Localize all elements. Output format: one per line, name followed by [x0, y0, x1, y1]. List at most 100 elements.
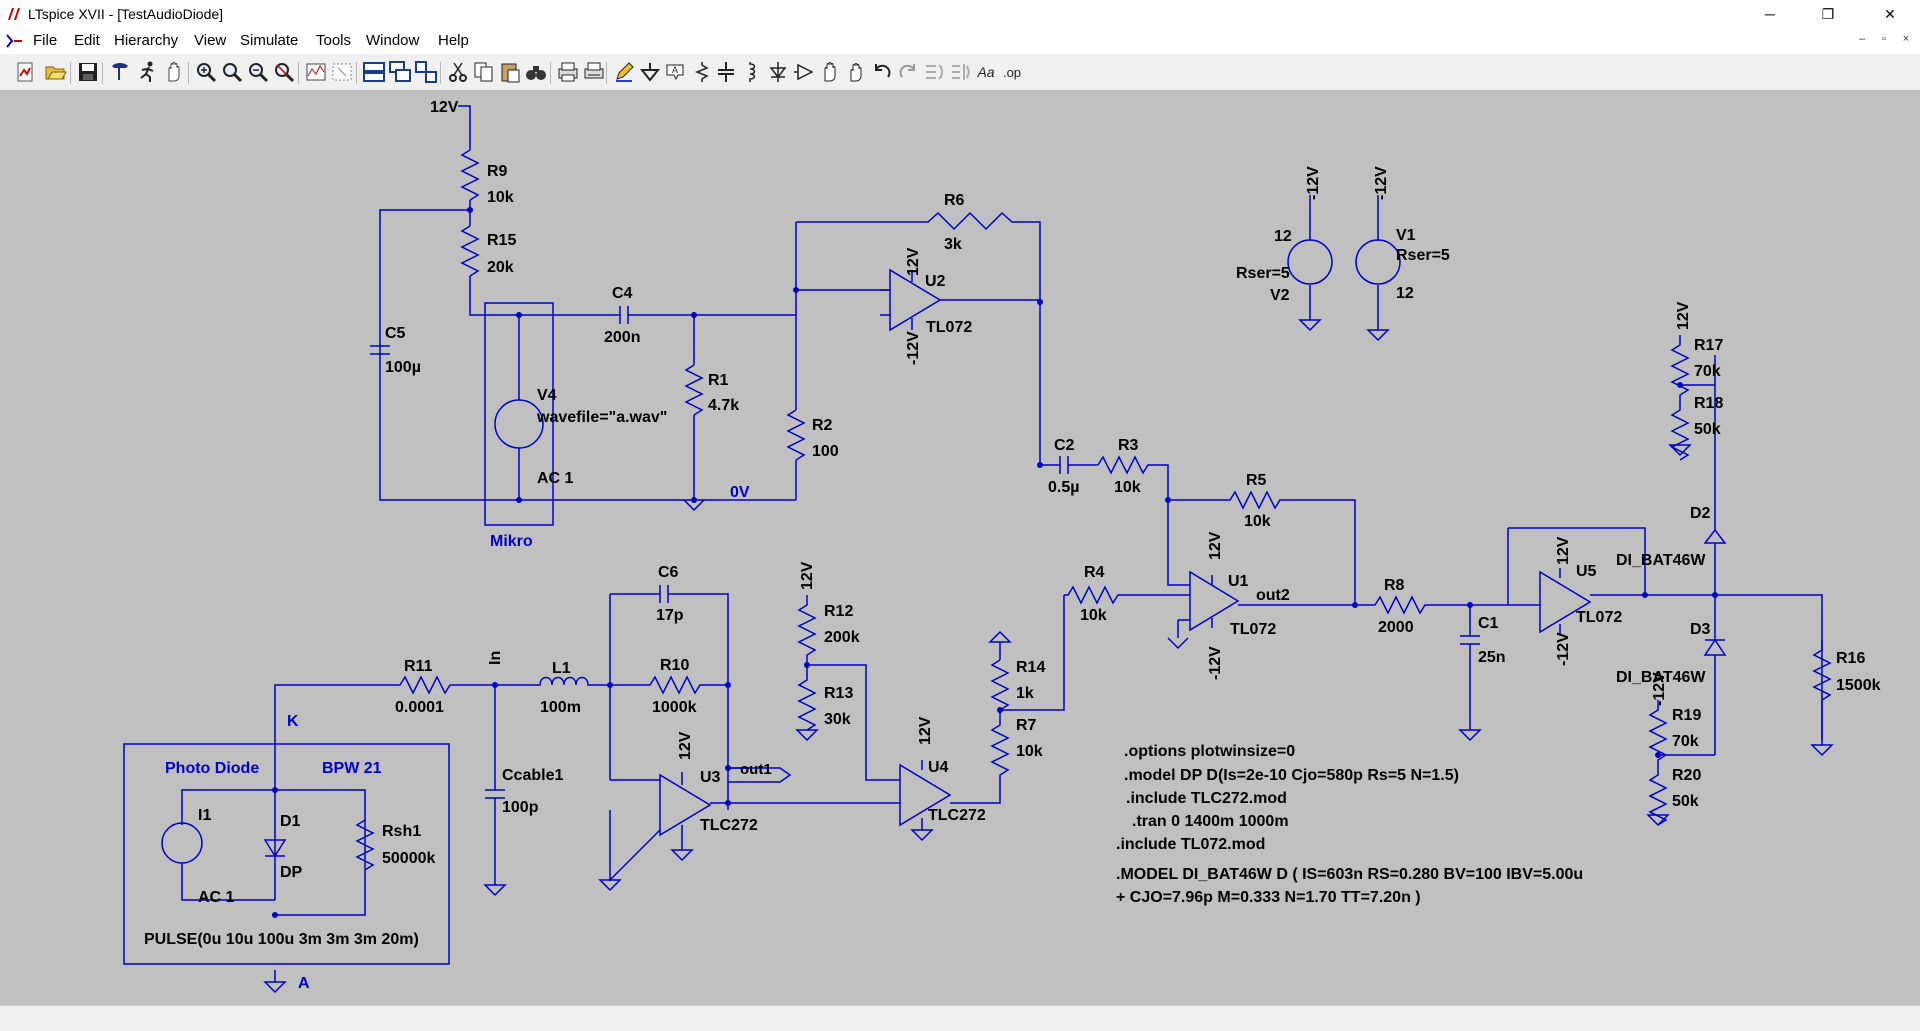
label-ccable1: Ccable1 [502, 767, 563, 784]
capacitor-icon[interactable] [714, 60, 738, 84]
label-c4: C4 [612, 285, 633, 302]
cut-icon[interactable] [446, 60, 470, 84]
label-r19: R19 [1672, 707, 1701, 724]
label-d3: D3 [1690, 621, 1711, 638]
label-u2-model: TL072 [926, 319, 972, 336]
tile-horizontal-icon[interactable] [362, 60, 386, 84]
zoom-in-icon[interactable] [194, 60, 218, 84]
label-c4-value: 200n [604, 329, 640, 346]
menu-file[interactable]: File [33, 32, 58, 49]
label-c6: C6 [658, 564, 679, 581]
mdi-close-button[interactable]: × [1902, 33, 1910, 45]
control-panel-icon[interactable] [108, 60, 132, 84]
rotate-icon[interactable] [922, 60, 946, 84]
halt-icon[interactable] [162, 60, 186, 84]
schematic-canvas[interactable]: 12V R9 10k R15 20k R6 3k C5 100µ C4 200n… [0, 90, 1920, 1005]
undo-icon[interactable] [870, 60, 894, 84]
pan-icon[interactable] [220, 60, 244, 84]
menu-edit[interactable]: Edit [74, 32, 100, 49]
run-icon[interactable] [136, 60, 160, 84]
label-i1: I1 [198, 807, 211, 824]
label-c1: C1 [1478, 615, 1499, 632]
label-u4-vp: 12V [917, 716, 934, 745]
print-setup-icon[interactable] [582, 60, 606, 84]
find-icon[interactable] [524, 60, 548, 84]
spice-directive-icon[interactable]: .op [1000, 60, 1024, 84]
move-icon[interactable] [818, 60, 842, 84]
component-icon[interactable] [792, 60, 816, 84]
label-r17-top: 12V [1675, 301, 1692, 330]
label-r6-value: 3k [944, 236, 962, 253]
autorange-alt-icon[interactable] [330, 60, 354, 84]
open-icon[interactable] [44, 60, 68, 84]
menu-view[interactable]: View [194, 32, 227, 49]
label-r8: R8 [1384, 577, 1405, 594]
label-r15: R15 [487, 232, 516, 249]
label-l1: L1 [552, 660, 571, 677]
minimize-button[interactable]: ─ [1765, 6, 1775, 22]
label-c2: C2 [1054, 437, 1075, 454]
label-c2-value: 0.5µ [1048, 479, 1079, 496]
schematic-drawing[interactable]: 12V R9 10k R15 20k R6 3k C5 100µ C4 200n… [0, 90, 1920, 1005]
menu-hierarchy[interactable]: Hierarchy [114, 32, 179, 49]
label-net-icon[interactable]: A [664, 60, 688, 84]
close-button[interactable]: ✕ [1884, 5, 1896, 22]
new-schematic-icon[interactable] [14, 60, 38, 84]
schematic-document-icon[interactable] [4, 32, 24, 50]
menu-window[interactable]: Window [366, 32, 420, 49]
label-c6-value: 17p [656, 607, 684, 624]
label-d1: D1 [280, 813, 301, 830]
label-r3-value: 10k [1114, 479, 1141, 496]
label-c1-value: 25n [1478, 649, 1506, 666]
label-r15-value: 20k [487, 259, 514, 276]
label-v1-value: 12 [1396, 285, 1414, 302]
wires [123, 105, 1834, 994]
mdi-restore-button[interactable]: ▫ [1882, 33, 1886, 45]
print-icon[interactable] [556, 60, 580, 84]
ground-icon[interactable] [638, 60, 662, 84]
tile-vertical-icon[interactable] [414, 60, 438, 84]
mirror-icon[interactable] [948, 60, 972, 84]
save-icon[interactable] [76, 60, 100, 84]
drag-icon[interactable] [844, 60, 868, 84]
label-r18-value: 50k [1694, 421, 1721, 438]
label-u4: U4 [928, 759, 949, 776]
label-ccable1-value: 100p [502, 799, 539, 816]
label-v2-rser: Rser=5 [1236, 265, 1290, 282]
label-r13-value: 30k [824, 711, 851, 728]
menu-tools[interactable]: Tools [316, 32, 352, 49]
resistor-icon[interactable] [690, 60, 714, 84]
svg-text:Aa: Aa [976, 64, 994, 80]
spice-directives[interactable]: .options plotwinsize=0 .model DP D(Is=2e… [1116, 743, 1583, 906]
label-u1-model: TL072 [1230, 621, 1276, 638]
label-v1-rser: Rser=5 [1396, 247, 1450, 264]
inductor-icon[interactable] [740, 60, 764, 84]
label-r2-value: 100 [812, 443, 839, 460]
redo-icon[interactable] [896, 60, 920, 84]
label-d2-model: DI_BAT46W [1616, 552, 1706, 569]
menu-help[interactable]: Help [438, 32, 469, 49]
label-photo-diode: Photo Diode [165, 760, 259, 777]
label-r8-value: 2000 [1378, 619, 1414, 636]
label-u5-vn: -12V [1555, 632, 1572, 666]
mdi-minimize-button[interactable]: – [1858, 33, 1866, 45]
diode-icon[interactable] [766, 60, 790, 84]
autorange-icon[interactable] [304, 60, 328, 84]
copy-icon[interactable] [472, 60, 496, 84]
text-icon[interactable]: Aa [974, 60, 998, 84]
label-mikro: Mikro [490, 533, 533, 550]
label-v2-name: 12 [1274, 228, 1292, 245]
pencil-icon[interactable] [612, 60, 636, 84]
zoom-out-icon[interactable] [246, 60, 270, 84]
menu-simulate[interactable]: Simulate [240, 32, 299, 49]
label-a: A [298, 975, 310, 992]
cascade-icon[interactable] [388, 60, 412, 84]
maximize-button[interactable]: ❐ [1821, 5, 1835, 22]
label-u1: U1 [1228, 573, 1249, 590]
zoom-fit-icon[interactable] [272, 60, 296, 84]
label-r4-value: 10k [1080, 607, 1107, 624]
label-u5: U5 [1576, 563, 1597, 580]
label-r7: R7 [1016, 717, 1037, 734]
paste-icon[interactable] [498, 60, 522, 84]
label-bpw21: BPW 21 [322, 760, 382, 777]
